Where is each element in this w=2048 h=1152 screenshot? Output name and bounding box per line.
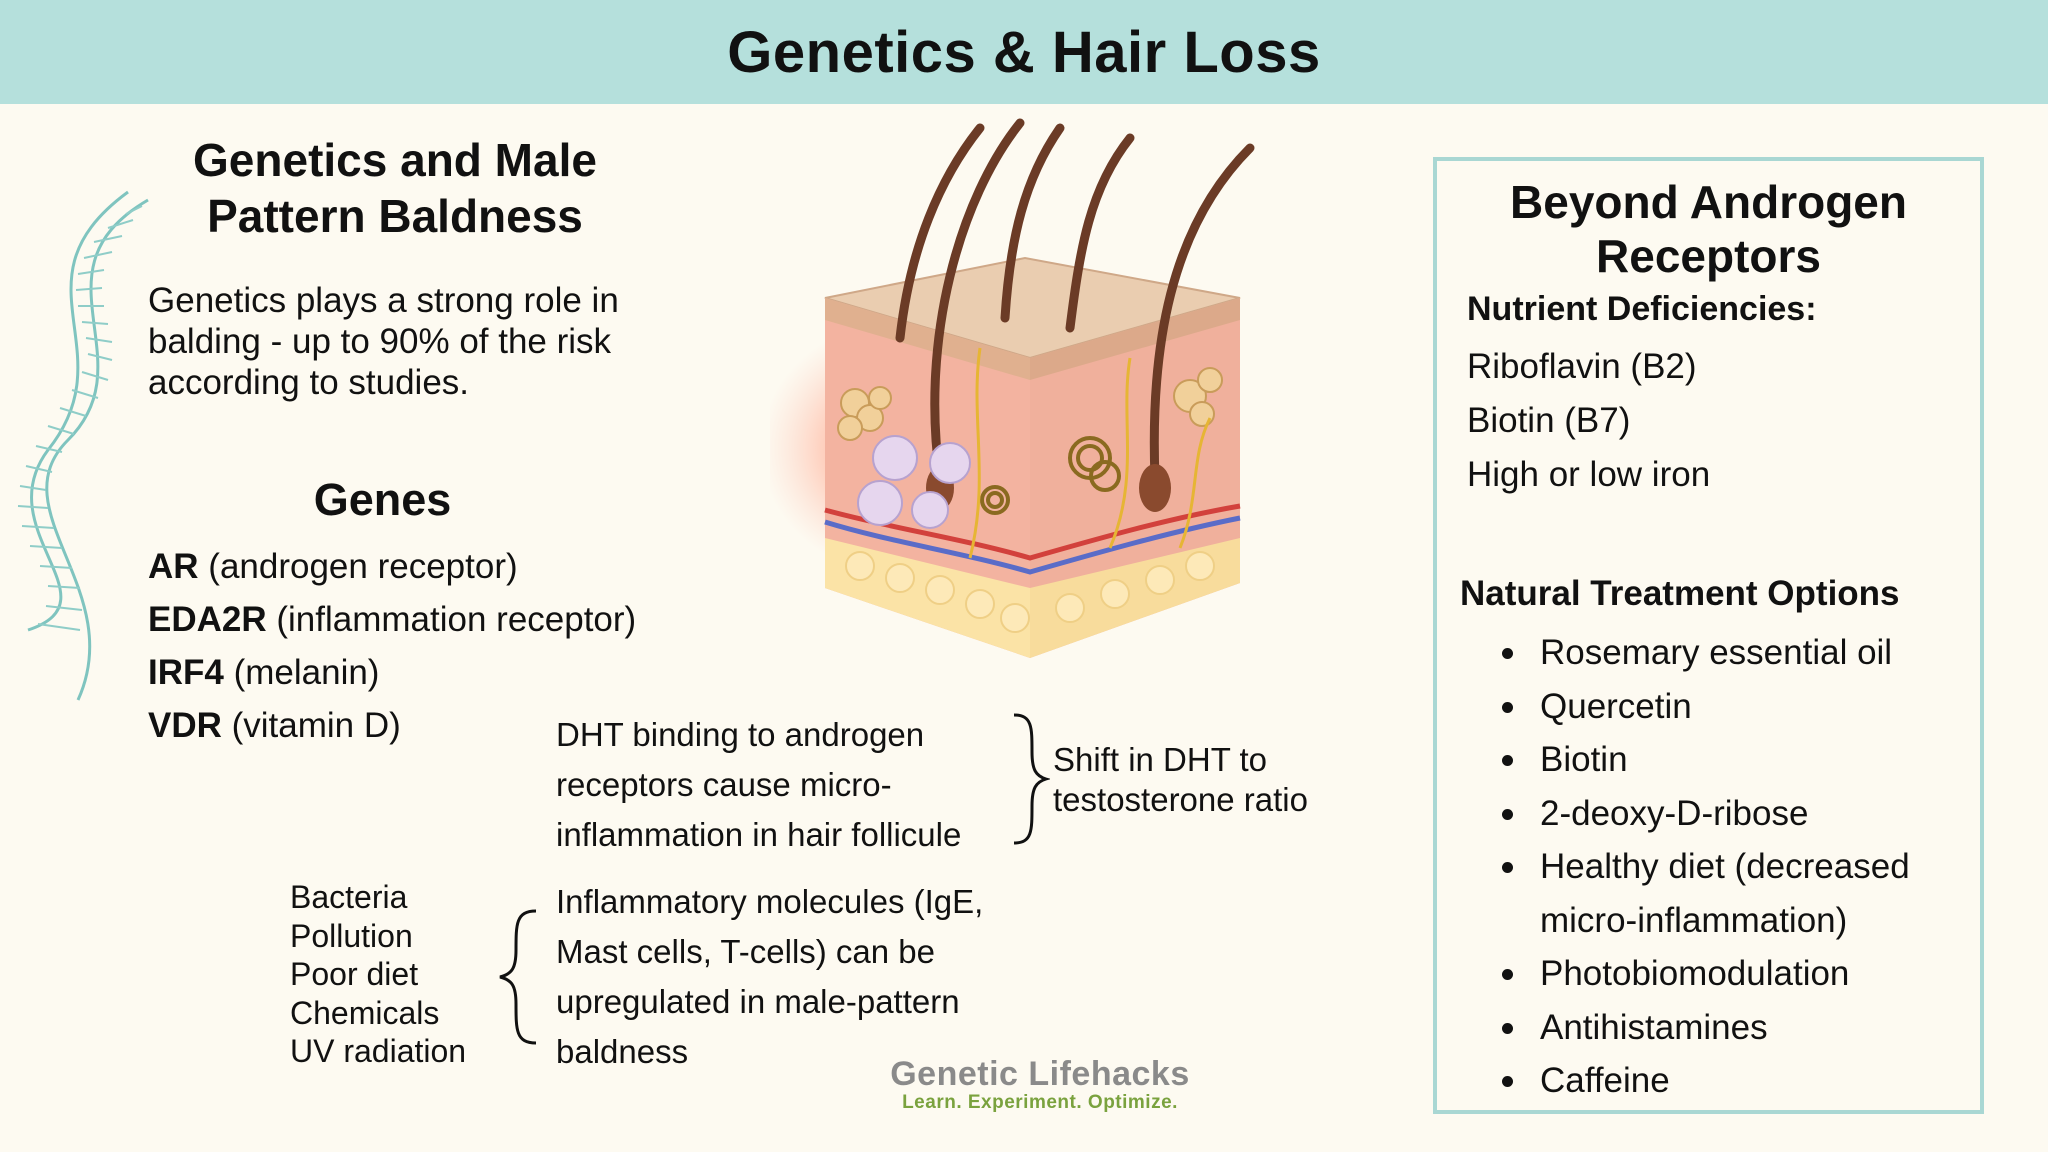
beyond-androgen-box	[1433, 157, 1984, 1114]
genetics-intro-text: Genetics plays a strong role in balding …	[148, 281, 619, 402]
gene-item: EDA2R (inflammation receptor)	[148, 593, 636, 646]
gene-list: AR (androgen receptor) EDA2R (inflammati…	[148, 540, 636, 752]
dht-binding-text: DHT binding to androgen receptors cause …	[556, 716, 962, 853]
gene-item: AR (androgen receptor)	[148, 540, 636, 593]
nutrient-item: Riboflavin (B2)	[1467, 347, 1697, 386]
treatment-item: Rosemary essential oil	[1500, 626, 1970, 680]
gene-description: (androgen receptor)	[198, 547, 518, 586]
page-title: Genetics & Hair Loss	[727, 19, 1321, 85]
gene-description: (inflammation receptor)	[266, 600, 637, 639]
nutrient-item: Biotin (B7)	[1467, 401, 1631, 440]
treatment-list: Rosemary essential oil Quercetin Biotin …	[1500, 626, 1970, 1108]
treatment-item: Photobiomodulation	[1500, 947, 1970, 1001]
nutrient-list: Riboflavin (B2) Biotin (B7) High or low …	[1467, 340, 1710, 502]
gene-item: IRF4 (melanin)	[148, 646, 636, 699]
nutrient-item: High or low iron	[1467, 455, 1711, 494]
genetic-lifehacks-logo: Genetic Lifehacks Learn. Experiment. Opt…	[850, 1055, 1230, 1114]
genes-heading: Genes	[313, 474, 452, 525]
inflammatory-molecules-text: Inflammatory molecules (IgE, Mast cells,…	[556, 883, 984, 1070]
header-banner: Genetics & Hair Loss	[0, 0, 2048, 104]
gene-description: (melanin)	[223, 653, 380, 692]
treatment-options-heading: Natural Treatment Options	[1460, 574, 1900, 613]
environmental-trigger-list: Bacteria Pollution Poor diet Chemicals U…	[290, 878, 490, 1071]
logo-name: Genetic Lifehacks	[890, 1055, 1190, 1093]
right-brace-icon	[1013, 713, 1050, 845]
treatment-item: Biotin	[1500, 733, 1970, 787]
trigger-item: Chemicals	[290, 994, 440, 1031]
trigger-item: Bacteria	[290, 879, 408, 915]
trigger-item: Pollution	[290, 917, 413, 954]
dna-helix-icon	[17, 190, 149, 701]
gene-symbol: AR	[148, 547, 199, 586]
nutrient-deficiencies-heading: Nutrient Deficiencies:	[1467, 290, 1817, 328]
gene-symbol: EDA2R	[148, 600, 267, 639]
treatment-item: Caffeine	[1500, 1054, 1970, 1108]
gene-symbol: VDR	[148, 706, 222, 745]
treatment-item: Healthy diet (decreased micro-inflammati…	[1500, 840, 1970, 947]
logo-tagline: Learn. Experiment. Optimize.	[902, 1092, 1178, 1113]
trigger-item: UV radiation	[290, 1033, 467, 1069]
left-brace-icon	[499, 909, 537, 1045]
treatment-item: Antihistamines	[1500, 1001, 1970, 1055]
left-section-title: Genetics and Male Pattern Baldness	[193, 134, 597, 242]
gene-description: (vitamin D)	[221, 706, 401, 745]
gene-symbol: IRF4	[148, 653, 224, 692]
trigger-item: Poor diet	[290, 956, 419, 992]
treatment-item: Quercetin	[1500, 680, 1970, 734]
gene-item: VDR (vitamin D)	[148, 699, 636, 752]
treatment-item: 2-deoxy-D-ribose	[1500, 787, 1970, 841]
dht-ratio-shift-text: Shift in DHT to testosterone ratio	[1053, 741, 1308, 818]
skin-hair-follicle-illustration	[770, 118, 1255, 658]
right-section-title: Beyond Androgen Receptors	[1510, 176, 1907, 282]
